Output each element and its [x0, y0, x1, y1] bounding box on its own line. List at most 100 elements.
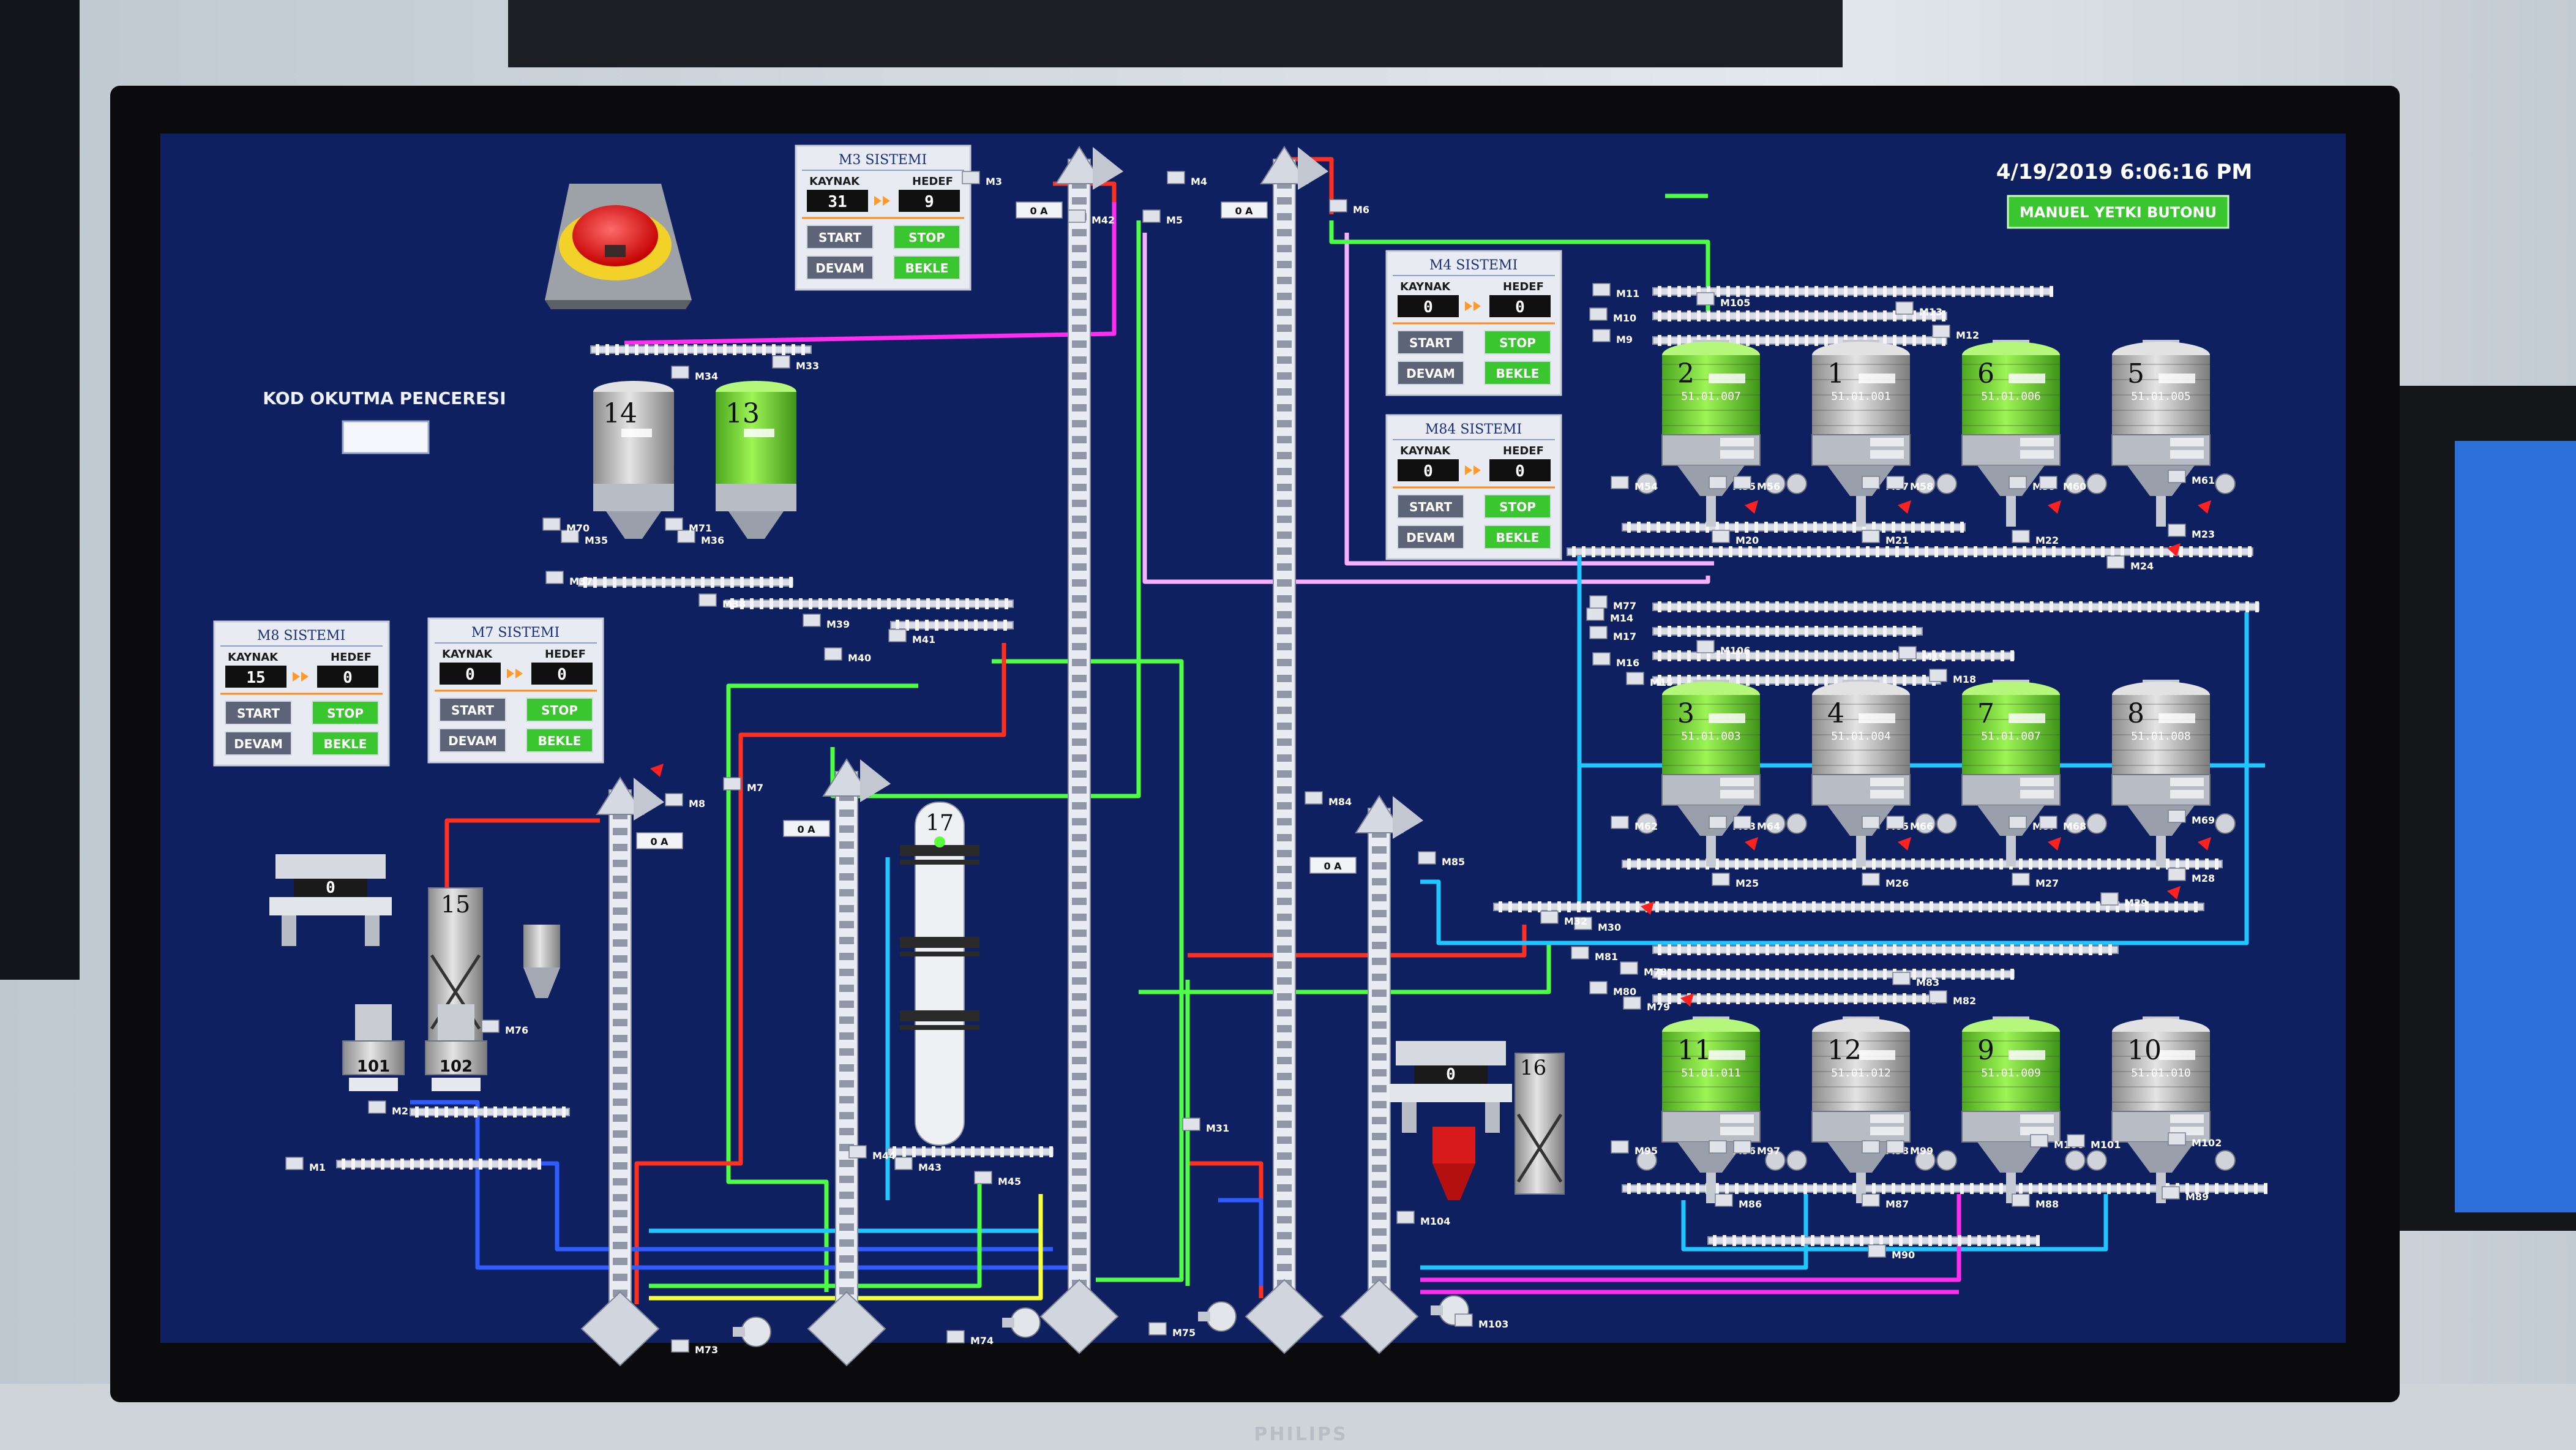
motor-icon[interactable]	[1892, 972, 1911, 985]
start-button[interactable]: START	[439, 697, 506, 722]
motor-icon[interactable]	[1862, 1140, 1880, 1154]
left-tank-13[interactable]: 13	[716, 381, 796, 539]
devam-button[interactable]: DEVAM	[1397, 525, 1464, 549]
red-mixer-m104[interactable]	[1432, 1127, 1475, 1200]
motor-icon[interactable]	[2039, 476, 2057, 489]
motor-icon[interactable]	[2012, 530, 2030, 543]
motor-icon[interactable]	[1696, 640, 1715, 653]
motor-icon[interactable]	[1626, 672, 1644, 685]
left-tank-14[interactable]: 14	[593, 381, 674, 539]
motor-icon[interactable]	[1611, 1140, 1629, 1154]
motor-icon[interactable]	[723, 777, 741, 791]
motor-icon[interactable]	[481, 1020, 500, 1033]
motor-icon[interactable]	[1167, 171, 1185, 184]
devam-button[interactable]: DEVAM	[1397, 361, 1464, 385]
bekle-button[interactable]: BEKLE	[1484, 525, 1551, 549]
storage-tank-1[interactable]: 151.01.001	[1786, 340, 1936, 527]
motor-icon[interactable]	[1611, 816, 1629, 829]
storage-tank-8[interactable]: 851.01.008	[2086, 680, 2236, 866]
scale-left[interactable]: 0	[269, 854, 392, 946]
motor-icon[interactable]	[2012, 1193, 2030, 1207]
motor-icon[interactable]	[946, 1330, 965, 1343]
blower-fan[interactable]	[1002, 1307, 1041, 1338]
motor-icon[interactable]	[1696, 292, 1715, 306]
motor-icon[interactable]	[1862, 1193, 1880, 1207]
motor-icon[interactable]	[1862, 530, 1880, 543]
motor-icon[interactable]	[1586, 607, 1604, 621]
motor-icon[interactable]	[1868, 1244, 1886, 1258]
motor-icon[interactable]	[2009, 816, 2027, 829]
devam-button[interactable]: DEVAM	[439, 728, 506, 753]
motor-icon[interactable]	[1068, 209, 1086, 223]
motor-icon[interactable]	[1712, 873, 1730, 886]
motor-icon[interactable]	[1862, 816, 1880, 829]
motor-icon[interactable]	[1611, 476, 1629, 489]
motor-icon[interactable]	[1929, 669, 1947, 682]
motor-icon[interactable]	[1305, 791, 1323, 805]
stop-button[interactable]: STOP	[893, 225, 960, 249]
motor-icon[interactable]	[285, 1157, 304, 1170]
bekle-button[interactable]: BEKLE	[312, 731, 379, 756]
cone-hopper-m76[interactable]	[523, 925, 560, 998]
silo-16[interactable]: 16	[1515, 1053, 1565, 1195]
bekle-button[interactable]: BEKLE	[526, 728, 593, 753]
motor-icon[interactable]	[1592, 283, 1611, 296]
motor-icon[interactable]	[1540, 911, 1559, 924]
motor-icon[interactable]	[1592, 329, 1611, 342]
motor-icon[interactable]	[1455, 1313, 1473, 1327]
motor-icon[interactable]	[772, 355, 790, 369]
blower-fan[interactable]	[733, 1317, 771, 1347]
storage-tank-9[interactable]: 951.01.009	[1936, 1016, 2086, 1203]
motor-icon[interactable]	[1589, 307, 1608, 321]
motor-icon[interactable]	[1862, 476, 1880, 489]
motor-icon[interactable]	[677, 530, 695, 543]
motor-icon[interactable]	[671, 366, 689, 379]
stop-button[interactable]: STOP	[312, 701, 379, 725]
motor-icon[interactable]	[1929, 990, 1947, 1004]
start-button[interactable]: START	[1397, 330, 1464, 355]
motor-icon[interactable]	[888, 629, 907, 642]
motor-icon[interactable]	[2009, 476, 2027, 489]
bekle-button[interactable]: BEKLE	[893, 255, 960, 280]
blower-fan[interactable]	[1198, 1301, 1237, 1332]
motor-icon[interactable]	[824, 647, 842, 661]
hopper-101[interactable]: 101	[342, 1004, 405, 1091]
motor-icon[interactable]	[1898, 646, 1917, 659]
motor-icon[interactable]	[1396, 1211, 1415, 1224]
motor-icon[interactable]	[803, 614, 821, 627]
code-window-input[interactable]	[342, 420, 430, 454]
motor-icon[interactable]	[974, 1171, 992, 1184]
motor-icon[interactable]	[894, 1157, 913, 1170]
motor-icon[interactable]	[1574, 917, 1592, 930]
motor-icon[interactable]	[2067, 1134, 2085, 1148]
motor-icon[interactable]	[1182, 1118, 1200, 1131]
start-button[interactable]: START	[806, 225, 874, 249]
stop-button[interactable]: STOP	[526, 697, 593, 722]
motor-icon[interactable]	[2168, 524, 2186, 537]
motor-icon[interactable]	[1709, 816, 1727, 829]
storage-tank-3[interactable]: 351.01.003	[1636, 680, 1786, 866]
motor-icon[interactable]	[962, 171, 980, 184]
motor-icon[interactable]	[665, 517, 683, 531]
motor-icon[interactable]	[665, 793, 683, 806]
hopper-102[interactable]: 102	[425, 1004, 487, 1091]
devam-button[interactable]: DEVAM	[225, 731, 292, 756]
motor-icon[interactable]	[2168, 1132, 2186, 1146]
motor-icon[interactable]	[1886, 1140, 1904, 1154]
motor-icon[interactable]	[1712, 530, 1730, 543]
motor-icon[interactable]	[848, 1145, 867, 1159]
storage-tank-6[interactable]: 651.01.006	[1936, 340, 2086, 527]
motor-icon[interactable]	[2012, 873, 2030, 886]
devam-button[interactable]: DEVAM	[806, 255, 874, 280]
motor-icon[interactable]	[1862, 873, 1880, 886]
motor-icon[interactable]	[2168, 868, 2186, 881]
stop-button[interactable]: STOP	[1484, 330, 1551, 355]
start-button[interactable]: START	[1397, 494, 1464, 519]
motor-icon[interactable]	[1623, 996, 1641, 1010]
storage-tank-4[interactable]: 451.01.004	[1786, 680, 1936, 866]
start-button[interactable]: START	[225, 701, 292, 725]
motor-icon[interactable]	[1709, 1140, 1727, 1154]
emergency-stop-button[interactable]	[545, 184, 692, 309]
